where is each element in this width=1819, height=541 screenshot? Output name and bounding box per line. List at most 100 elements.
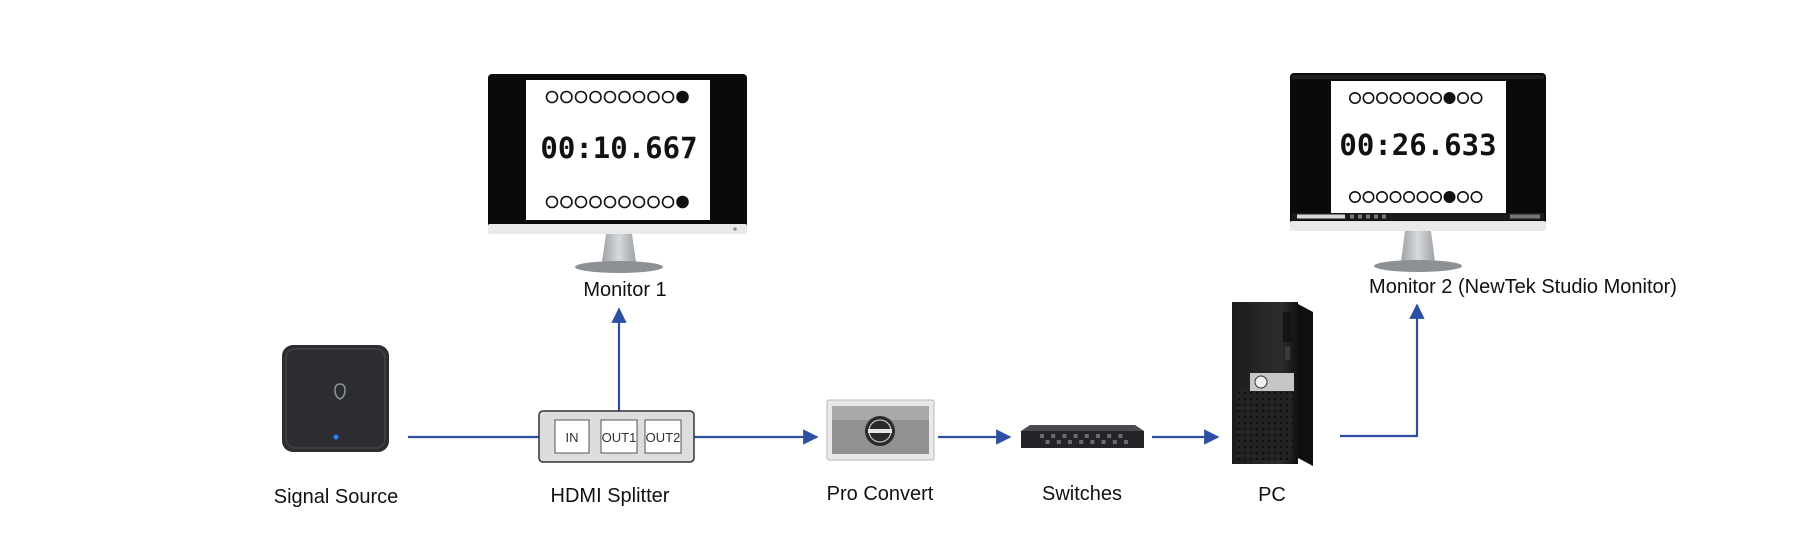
timing-dot — [1349, 191, 1362, 204]
hdmi-splitter-port-in — [554, 419, 590, 454]
monitor-1-dots-top — [545, 90, 689, 104]
switch-port — [1051, 434, 1056, 438]
signal-source-logo-icon — [334, 383, 346, 400]
timing-dot — [632, 90, 646, 104]
timing-dot-filled — [1443, 92, 1456, 105]
timing-dot — [1362, 92, 1375, 105]
timing-dot — [618, 90, 631, 104]
monitor-1-power-led — [733, 227, 737, 231]
switch-port — [1073, 434, 1078, 438]
timing-dot — [560, 90, 573, 104]
connector-pc-to-monitor2 — [1340, 303, 1425, 438]
switch-port — [1040, 434, 1044, 438]
timing-dot-filled — [676, 90, 689, 104]
monitor-2-menubar — [1292, 75, 1544, 79]
timing-dot — [1457, 92, 1470, 105]
timing-dot-filled — [676, 195, 689, 209]
hdmi-splitter-port-out1 — [600, 419, 638, 454]
monitor-1-stand-neck — [602, 234, 636, 262]
timing-dot — [1457, 191, 1470, 204]
switch-port — [1045, 440, 1050, 444]
pc-tower-mesh — [1237, 390, 1293, 460]
hdmi-splitter-port-out1-label: OUT1 — [602, 430, 637, 445]
switch-port — [1118, 434, 1123, 438]
timing-dot — [589, 90, 602, 104]
monitor-1-timestamp: 00:10.667 — [540, 131, 697, 165]
monitor-1-dots-bottom — [545, 195, 689, 209]
timing-dot — [1349, 92, 1362, 105]
timing-dot — [661, 90, 675, 104]
monitor-1: 00:10.667 Monitor 1 — [488, 74, 747, 301]
monitor-2-stand-base — [1374, 260, 1462, 272]
monitor-2-dots-bottom — [1349, 191, 1483, 204]
timing-dot — [1416, 191, 1429, 204]
switch-port — [1107, 434, 1112, 438]
network-switch: Switches — [1021, 425, 1144, 505]
pc-tower-side — [1298, 304, 1313, 466]
switches-label: Switches — [1042, 483, 1122, 505]
pc-dell-logo-icon — [1254, 375, 1268, 389]
monitor-2-chin — [1290, 221, 1546, 231]
timing-dot — [1389, 191, 1402, 204]
switch-port — [1084, 434, 1089, 438]
pro-convert-label: Pro Convert — [827, 483, 934, 505]
switch-port — [1068, 440, 1072, 444]
timing-dot — [1403, 92, 1416, 105]
network-switch-ports — [1040, 434, 1128, 444]
monitor-2-dots-top — [1349, 92, 1483, 105]
timing-dot — [1430, 92, 1443, 105]
timing-dot — [1376, 92, 1389, 105]
timing-dot — [1470, 92, 1483, 105]
switch-port — [1056, 440, 1061, 444]
switch-port — [1079, 440, 1084, 444]
switch-port — [1124, 440, 1128, 444]
monitor-2-taskbar — [1292, 213, 1544, 220]
hdmi-splitter-port-in-label: IN — [566, 430, 579, 445]
network-switch-top — [1021, 425, 1144, 431]
signal-source-label: Signal Source — [274, 486, 399, 508]
timing-dot — [1403, 191, 1416, 204]
monitor-2-stand-neck — [1401, 231, 1435, 262]
hdmi-splitter-label: HDMI Splitter — [551, 485, 670, 507]
signal-source-led — [333, 434, 339, 440]
switch-port — [1101, 440, 1106, 444]
timing-dot — [618, 195, 631, 209]
timing-dot — [1430, 191, 1443, 204]
switch-port — [1096, 434, 1100, 438]
timing-dot — [1416, 92, 1429, 105]
monitor-2-label: Monitor 2 (NewTek Studio Monitor) — [1369, 276, 1677, 298]
pro-convert: Pro Convert — [826, 399, 935, 505]
timing-dot — [647, 90, 660, 104]
monitor-2-timestamp: 00:26.633 — [1339, 128, 1496, 162]
timing-dot — [603, 195, 617, 209]
switch-port — [1062, 434, 1067, 438]
timing-dot — [632, 195, 646, 209]
hdmi-splitter-port-out2-label: OUT2 — [646, 430, 681, 445]
timing-dot — [1376, 191, 1389, 204]
timing-dot — [574, 195, 588, 209]
timing-dot — [603, 90, 617, 104]
timing-dot — [1470, 191, 1483, 204]
pc-label: PC — [1258, 484, 1286, 506]
timing-dot — [661, 195, 675, 209]
hdmi-splitter: IN OUT1 OUT2 HDMI Splitter — [538, 410, 695, 507]
connectors — [408, 303, 1425, 445]
timing-dot — [545, 90, 559, 104]
signal-source-device — [282, 345, 389, 452]
network-switch-body — [1021, 431, 1144, 448]
switch-port — [1112, 440, 1117, 444]
switch-port — [1090, 440, 1095, 444]
monitor-2: 00:26.633 Monitor 2 (NewTek Studio Monit… — [1290, 73, 1677, 298]
timing-dot — [545, 195, 559, 209]
signal-source: Signal Source — [274, 345, 399, 508]
hdmi-splitter-port-out2 — [644, 419, 682, 454]
timing-dot — [1389, 92, 1402, 105]
timing-dot — [574, 90, 588, 104]
monitor-1-stand-base — [575, 261, 663, 273]
timing-dot — [647, 195, 660, 209]
monitor-1-label: Monitor 1 — [583, 279, 666, 301]
timing-dot — [589, 195, 602, 209]
monitor-1-chin — [488, 224, 747, 234]
pc-tower: PC — [1232, 302, 1313, 506]
